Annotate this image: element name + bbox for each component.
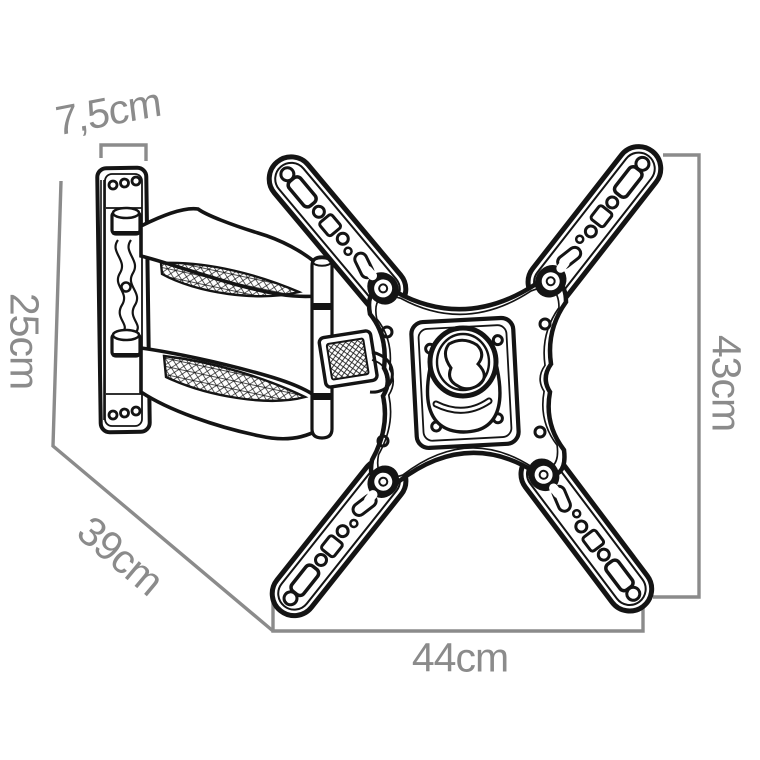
tilt-ball-joint bbox=[425, 325, 502, 434]
articulating-arm-upper bbox=[110, 206, 318, 299]
articulating-arm-lower bbox=[110, 328, 320, 441]
cable-clip bbox=[317, 329, 394, 394]
dimension-label-wall-plate-height: 25cm bbox=[1, 292, 48, 390]
dim-line-vesa-height bbox=[653, 153, 701, 599]
dimension-lines bbox=[51, 143, 701, 633]
dim-line-vesa-width bbox=[271, 601, 645, 633]
dimension-label-vesa-plate-width: 44cm bbox=[411, 634, 509, 681]
dim-line-wall-plate-width bbox=[99, 143, 148, 161]
dim-line-wall-plate-height-and-extension bbox=[51, 180, 275, 633]
dimension-label-vesa-plate-height: 43cm bbox=[703, 334, 750, 432]
